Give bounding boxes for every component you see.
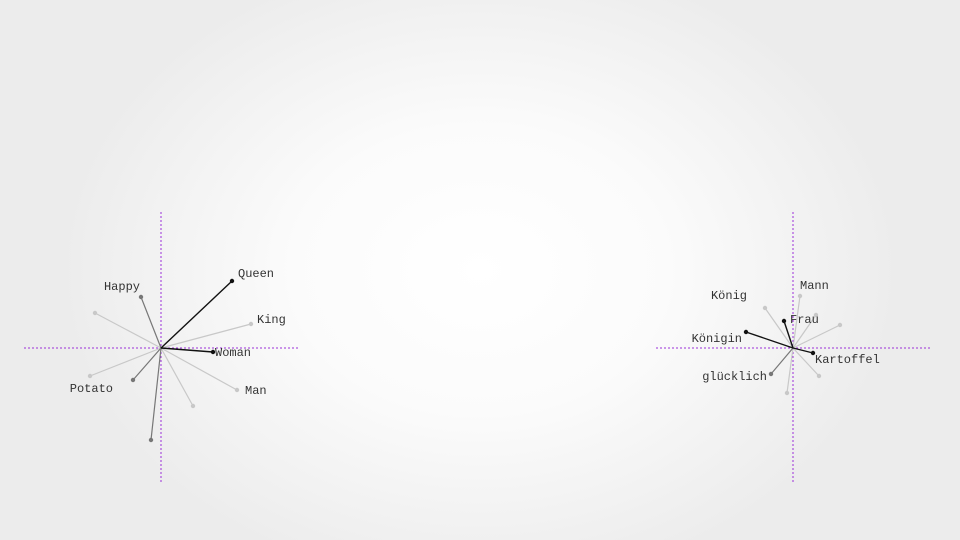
vector-tip-unlabeled-7: [813, 312, 819, 318]
word-label-potato: Potato: [70, 382, 113, 396]
vector-tip-unlabeled-6: [837, 322, 843, 328]
word-label-happy: Happy: [104, 280, 140, 294]
vector-happy: [140, 296, 162, 349]
vector-tip-potato: [130, 377, 136, 383]
vector-tip-man: [234, 387, 240, 393]
word-label-könig: König: [711, 289, 747, 303]
vector-unlabeled-8: [792, 347, 820, 377]
vector-queen: [160, 280, 233, 349]
vector-potato: [132, 347, 162, 381]
word-label-glücklich: glücklich: [702, 370, 767, 384]
vector-tip-kartoffel: [810, 350, 816, 356]
vector-tip-woman: [210, 349, 216, 355]
word-label-frau: Frau: [790, 313, 819, 327]
vector-tip-happy: [138, 294, 144, 300]
vector-unlabeled-8: [160, 347, 194, 407]
vector-tip-king: [248, 321, 254, 327]
vector-tip-unlabeled-8: [816, 373, 822, 379]
vector-tip-unlabeled-9: [784, 390, 790, 396]
vector-unlabeled-7: [792, 314, 817, 349]
word-label-kartoffel: Kartoffel: [815, 353, 880, 367]
vector-glücklich: [770, 347, 794, 375]
vector-tip-unlabeled-9: [148, 437, 154, 443]
word-label-man: Man: [245, 384, 267, 398]
vector-unlabeled-7: [89, 347, 162, 377]
vector-unlabeled-6: [94, 312, 162, 349]
vector-king: [160, 323, 252, 349]
word-label-woman: Woman: [215, 346, 251, 360]
vector-tip-frau: [781, 318, 787, 324]
vector-tip-mann: [797, 293, 803, 299]
word-label-mann: Mann: [800, 279, 829, 293]
vector-tip-königin: [743, 329, 749, 335]
vector-tip-könig: [762, 305, 768, 311]
vector-woman: [160, 347, 214, 353]
vector-frau: [783, 320, 794, 349]
word-label-königin: Königin: [692, 332, 742, 346]
vector-könig: [764, 307, 794, 349]
vector-unlabeled-9: [150, 347, 162, 441]
vector-tip-unlabeled-8: [190, 403, 196, 409]
vector-unlabeled-9: [786, 347, 794, 394]
word-label-queen: Queen: [238, 267, 274, 281]
vector-man: [160, 347, 238, 391]
vector-tip-queen: [229, 278, 235, 284]
word-label-king: King: [257, 313, 286, 327]
vector-kartoffel: [792, 347, 814, 354]
vector-königin: [745, 331, 794, 349]
vector-tip-unlabeled-7: [87, 373, 93, 379]
vector-tip-glücklich: [768, 371, 774, 377]
vector-tip-unlabeled-6: [92, 310, 98, 316]
vector-mann: [792, 295, 801, 349]
vector-unlabeled-6: [792, 324, 841, 349]
